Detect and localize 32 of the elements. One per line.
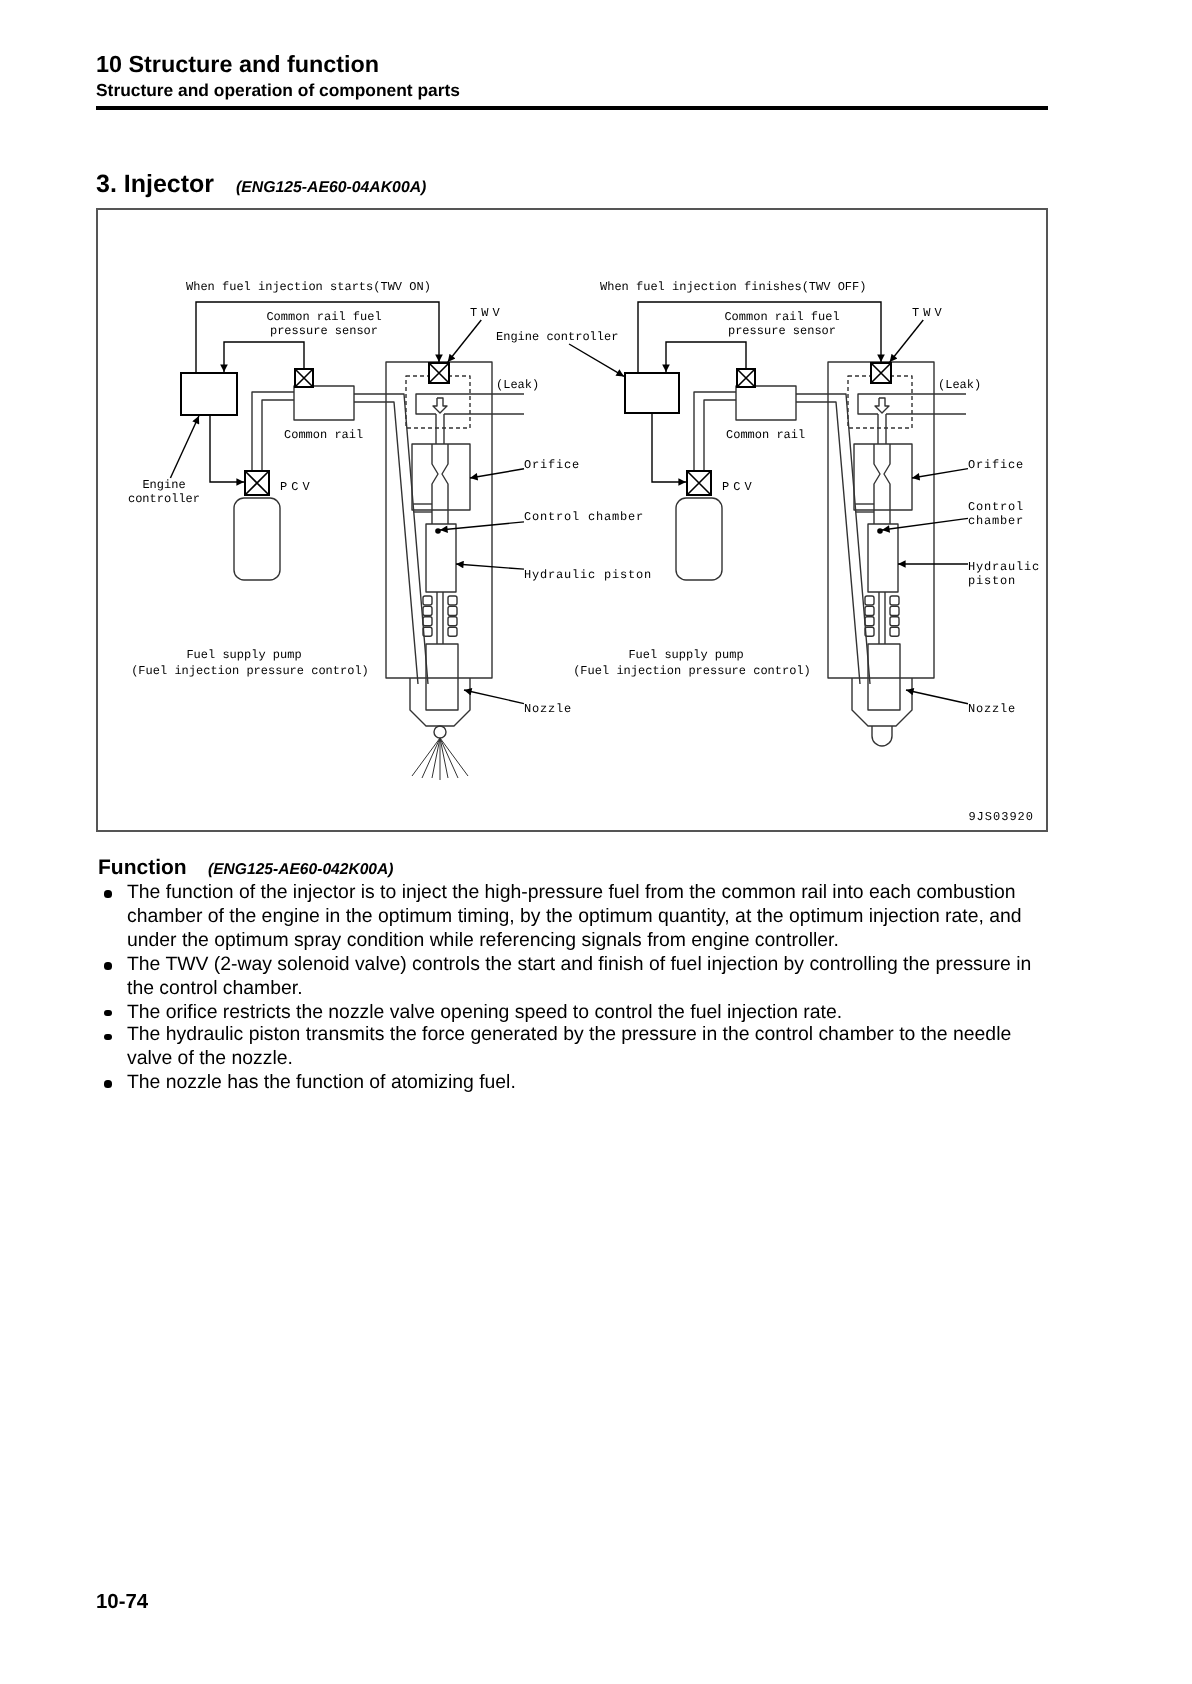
- controller-box: [624, 372, 680, 414]
- chapter-subheading: Structure and operation of component parts: [96, 79, 460, 100]
- valve-symbol: [428, 362, 450, 384]
- leader-line: [169, 415, 200, 479]
- signal-arrow: [637, 301, 885, 373]
- leader-line: [447, 319, 482, 363]
- leader-line: [463, 687, 525, 705]
- page-number: 10-74: [96, 1592, 149, 1616]
- page-title: 3. Injector: [96, 169, 215, 198]
- controller-box: [180, 372, 238, 416]
- leader-line: [889, 319, 924, 363]
- signal-arrow: [651, 413, 687, 486]
- bullet-item: The function of the injector is to inject the high-pressure fuel from the common rail into each combustion chamber of the engine in the optimum timing, by the optimum quantity, at the optimum injection rate, and under the optimum spray condition while referencing signals from engine controller.: [96, 882, 1052, 954]
- signal-arrow: [209, 415, 245, 486]
- leader-line: [897, 560, 969, 568]
- leader-line: [911, 467, 969, 481]
- valve-symbol: [870, 362, 892, 384]
- chapter-heading: 10 Structure and function: [96, 52, 380, 80]
- leader-line: [568, 343, 625, 378]
- signal-arrow: [195, 301, 443, 373]
- bullet-item: The nozzle has the function of atomizing fuel.: [96, 1072, 1052, 1097]
- leader-line: [881, 517, 969, 533]
- leader-line: [439, 521, 525, 534]
- leader-line: [905, 687, 969, 705]
- bullet-item: The orifice restricts the nozzle valve opening speed to control the fuel injection rate.: [96, 1001, 1052, 1025]
- signal-arrow: [220, 341, 305, 373]
- bullet-item: The hydraulic piston transmits the force generated by the pressure in the control chamber to the needle valve of the nozzle.: [96, 1024, 1052, 1073]
- bullet-item: The TWV (2-way solenoid valve) controls the start and finish of fuel injection by controlling the pressure in the control chamber.: [96, 953, 1052, 1002]
- section-heading: Function: [98, 856, 187, 882]
- leader-line: [455, 560, 525, 570]
- signal-arrow: [662, 341, 747, 373]
- leader-line: [469, 468, 525, 481]
